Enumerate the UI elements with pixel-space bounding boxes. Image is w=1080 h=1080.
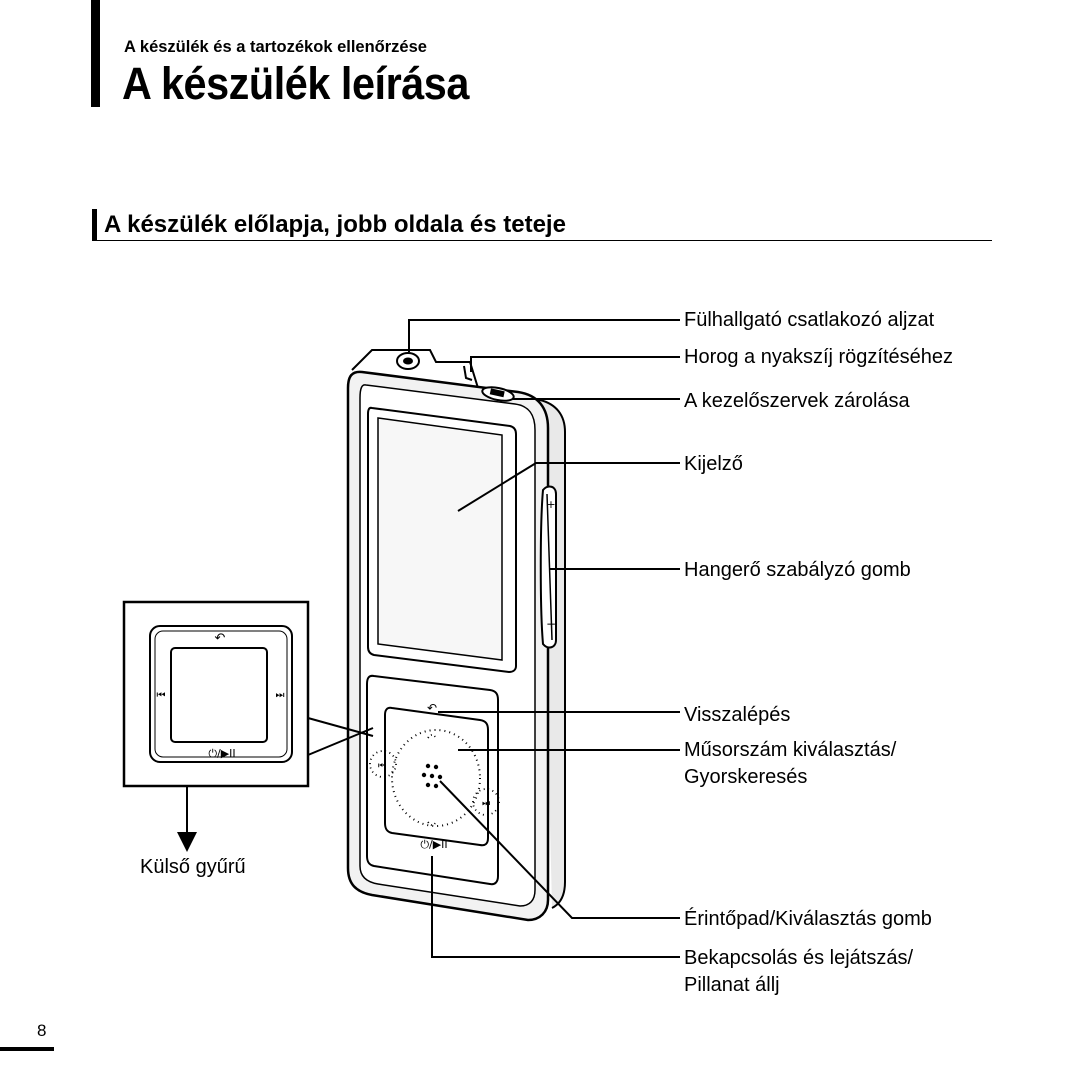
leader-display	[457, 462, 680, 512]
leader-touchpad	[439, 780, 680, 919]
volume-minus-icon: −	[546, 617, 556, 631]
label-volume: Hangerő szabályzó gomb	[684, 559, 911, 581]
strap-hook	[463, 365, 473, 381]
volume-plus-icon: +	[546, 498, 555, 511]
label-power-line2: Pillanat állj	[684, 974, 780, 996]
leader-power	[431, 856, 680, 958]
breadcrumb: A készülék és a tartozékok ellenőrzése	[124, 38, 427, 56]
label-track-select-line2: Gyorskeresés	[684, 766, 808, 788]
section-accent-bar	[92, 209, 97, 240]
inset-back-icon: ↶	[215, 631, 226, 646]
page-footer-rule	[0, 1047, 54, 1051]
page-number: 8	[37, 1021, 47, 1040]
section-divider	[92, 240, 992, 241]
label-touchpad: Érintőpad/Kiválasztás gomb	[684, 908, 932, 930]
label-power-line1: Bekapcsolás és lejátszás/	[684, 947, 914, 969]
volume-rocker: + −	[539, 485, 557, 649]
leader-earphone	[408, 319, 680, 352]
leader-strap	[470, 356, 680, 372]
touchpad-center-dots	[421, 763, 443, 789]
earphone-jack	[396, 352, 420, 370]
display-screen	[367, 406, 517, 674]
inset-prev-icon: ⏮	[157, 690, 166, 701]
label-outer-ring: Külső gyűrű	[140, 856, 246, 878]
header-accent-bar	[91, 0, 100, 107]
device-prev-icon: ⏮	[378, 761, 386, 771]
leader-lines	[408, 319, 680, 958]
device-power-play-icon: ⏻/▶︎II	[420, 838, 447, 851]
section-title: A készülék előlapja, jobb oldala és tete…	[104, 211, 566, 238]
device-back-icon: ↶	[427, 701, 437, 715]
hold-switch	[481, 386, 515, 402]
label-display: Kijelző	[684, 453, 743, 475]
label-hold-switch: A kezelőszervek zárolása	[684, 390, 910, 412]
inset-next-icon: ⏭	[276, 690, 285, 701]
device-control-pad: ⏮ ⏭ ↶ ⏻/▶︎II	[366, 674, 500, 886]
device-next-icon: ⏭	[482, 799, 490, 809]
page-title: A készülék leírása	[122, 58, 469, 109]
outer-ring-inset: ↶ ⏮ ⏭ ⏻/▶︎II	[122, 600, 374, 852]
label-strap-hook: Horog a nyakszíj rögzítéséhez	[684, 346, 954, 368]
label-track-select-line1: Műsorszám kiválasztás/	[684, 739, 897, 761]
inset-power-play-icon: ⏻/▶︎II	[208, 747, 235, 760]
label-earphone-jack: Fülhallgató csatlakozó aljzat	[684, 309, 935, 331]
label-back: Visszalépés	[684, 704, 791, 726]
